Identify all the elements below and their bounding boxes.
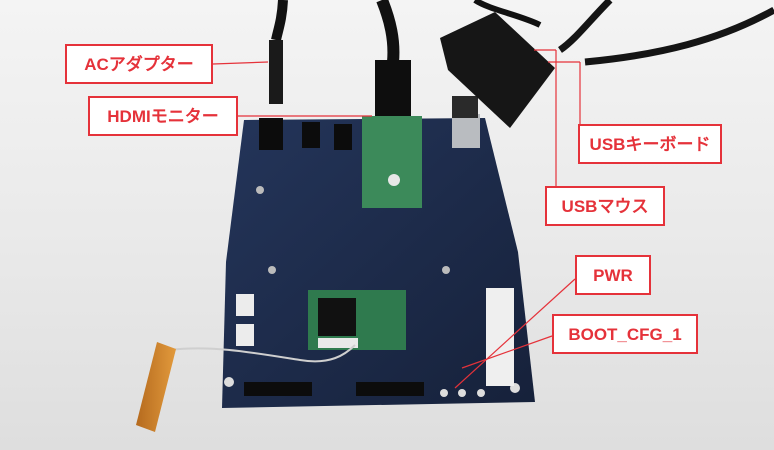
flex-antenna [136, 342, 176, 432]
hdmi-plug [375, 60, 411, 116]
leader-ac [212, 61, 269, 65]
camera-connector [244, 382, 312, 396]
callout-boot-cfg: BOOT_CFG_1 [552, 314, 698, 354]
callout-usb-keyboard: USBキーボード [578, 124, 722, 164]
carrier-board [222, 118, 535, 408]
callout-pwr: PWR [575, 255, 651, 295]
hdmi-cable [376, 0, 400, 63]
usb-cable-mouse [557, 0, 613, 53]
callout-usb-mouse: USBマウス [545, 186, 665, 226]
audio-jack [302, 122, 320, 148]
camera-connector [356, 382, 424, 396]
mount-hole [224, 377, 234, 387]
usb-port [452, 114, 480, 148]
pwr-button [440, 389, 448, 397]
expansion-header [486, 288, 514, 386]
ac-cable [271, 0, 288, 42]
vol-button [477, 389, 485, 397]
vol-button [458, 389, 466, 397]
ac-plug [269, 40, 283, 104]
som-label [318, 338, 358, 348]
mount-hole [256, 186, 264, 194]
leader-boot [461, 335, 553, 369]
mount-hole [442, 266, 450, 274]
som-chip [318, 298, 356, 336]
audio-jack [334, 124, 352, 150]
usb-hub [440, 12, 555, 128]
usb-cable-keyboard [584, 6, 774, 66]
callout-hdmi-monitor: HDMIモニター [88, 96, 238, 136]
mount-hole [268, 266, 276, 274]
hdmi-adapter-board [362, 116, 422, 208]
usb-hub-cable [473, 0, 542, 28]
header-connector [236, 294, 254, 316]
dc-jack [259, 118, 283, 150]
header-connector [236, 324, 254, 346]
intrinsyc-logo [388, 174, 400, 186]
callout-ac-adapter: ACアダプター [65, 44, 213, 84]
antenna-cable [169, 344, 356, 363]
leader-pwr [454, 278, 576, 389]
usb-plug [452, 96, 478, 118]
